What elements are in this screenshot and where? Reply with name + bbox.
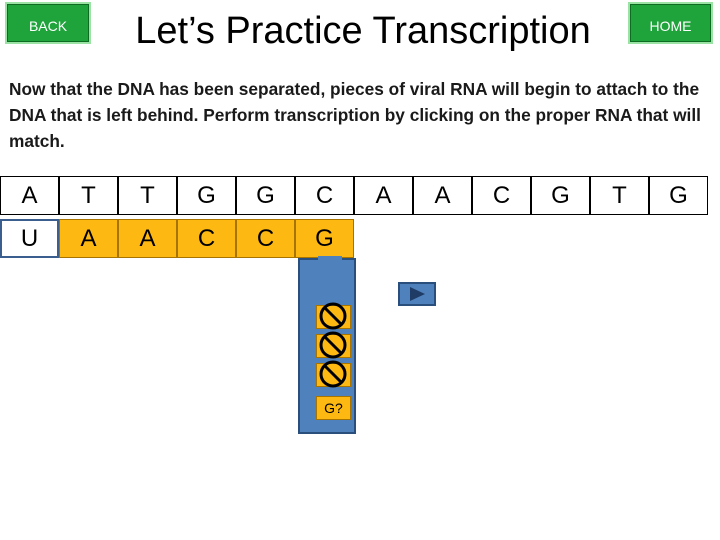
next-button[interactable] — [398, 282, 436, 306]
dna-base: A — [0, 176, 59, 215]
page-title: Let’s Practice Transcription — [135, 10, 591, 52]
rna-base: C — [177, 219, 236, 258]
no-symbol-icon — [319, 302, 347, 330]
rna-strand: U A A C C G — [0, 219, 354, 258]
dna-base: G — [531, 176, 590, 215]
rna-base: A — [59, 219, 118, 258]
dna-base: G — [177, 176, 236, 215]
rna-base: U — [0, 219, 59, 258]
rna-base: G — [295, 219, 354, 258]
dna-base: C — [295, 176, 354, 215]
dna-base: G — [649, 176, 708, 215]
rna-option-blocked[interactable] — [316, 360, 351, 388]
selector-connector — [318, 256, 342, 296]
no-symbol-icon — [319, 331, 347, 359]
dna-base: T — [118, 176, 177, 215]
back-button[interactable]: BACK — [5, 2, 91, 44]
instructions-text: Now that the DNA has been separated, pie… — [9, 79, 701, 151]
no-symbol-icon — [319, 360, 347, 388]
rna-base: A — [118, 219, 177, 258]
dna-strand: A T T G G C A A C G T G — [0, 176, 708, 215]
rna-option-g[interactable]: G? — [316, 396, 351, 420]
dna-base: G — [236, 176, 295, 215]
rna-option-blocked[interactable] — [316, 302, 351, 330]
dna-base: A — [413, 176, 472, 215]
dna-base: T — [59, 176, 118, 215]
rna-base: C — [236, 219, 295, 258]
rna-option-blocked[interactable] — [316, 331, 351, 359]
dna-base: T — [590, 176, 649, 215]
dna-base: A — [354, 176, 413, 215]
home-button[interactable]: HOME — [628, 2, 713, 44]
dna-base: C — [472, 176, 531, 215]
play-arrow-icon — [410, 287, 425, 301]
